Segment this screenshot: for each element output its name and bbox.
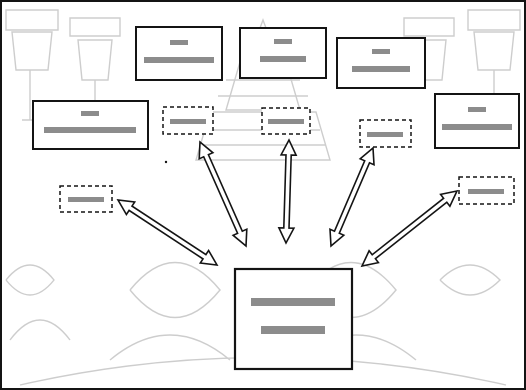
- faculty-box-2-unreadable-title: [170, 40, 188, 45]
- faculty-box-5-unreadable-title: [468, 107, 486, 112]
- dashed-box-4-unreadable-label: [367, 132, 403, 137]
- arrow-box-5-to-center: [360, 189, 459, 268]
- faculty-box-4-unreadable-title: [372, 49, 390, 54]
- scan-speck: [164, 160, 168, 164]
- arrow-box-1-to-center: [116, 199, 219, 266]
- dashed-box-1: [59, 185, 113, 213]
- faculty-box-3: [239, 27, 327, 79]
- faculty-box-2-unreadable-name: [144, 57, 214, 63]
- center-box-unreadable-line-1: [251, 298, 335, 306]
- faculty-box-1-unreadable-name: [44, 127, 136, 133]
- dashed-box-3: [261, 107, 311, 135]
- faculty-box-4-unreadable-name: [352, 66, 410, 72]
- arrow-box-2-to-center: [198, 140, 248, 248]
- dashed-box-2: [162, 106, 214, 135]
- faculty-box-2: [135, 26, 223, 81]
- faculty-box-5-unreadable-name: [442, 124, 512, 130]
- dashed-box-1-unreadable-label: [68, 197, 104, 202]
- arrow-box-4-to-center: [329, 146, 375, 248]
- faculty-box-3-unreadable-title: [274, 39, 292, 44]
- connector-arrows: [116, 138, 459, 268]
- arrow-box-3-to-center: [277, 138, 298, 245]
- center-box-unreadable-line-2: [261, 326, 325, 334]
- dashed-box-2-unreadable-label: [170, 119, 206, 124]
- faculty-box-4: [336, 37, 426, 89]
- dashed-box-3-unreadable-label: [268, 119, 304, 124]
- dashed-box-4: [359, 119, 412, 148]
- faculty-box-3-unreadable-name: [260, 56, 306, 62]
- faculty-box-5: [434, 93, 520, 149]
- faculty-box-1-unreadable-title: [81, 111, 99, 116]
- dashed-box-5-unreadable-label: [468, 189, 504, 194]
- dashed-box-5: [458, 176, 515, 205]
- center-box: [233, 267, 354, 371]
- faculty-box-1: [32, 100, 149, 150]
